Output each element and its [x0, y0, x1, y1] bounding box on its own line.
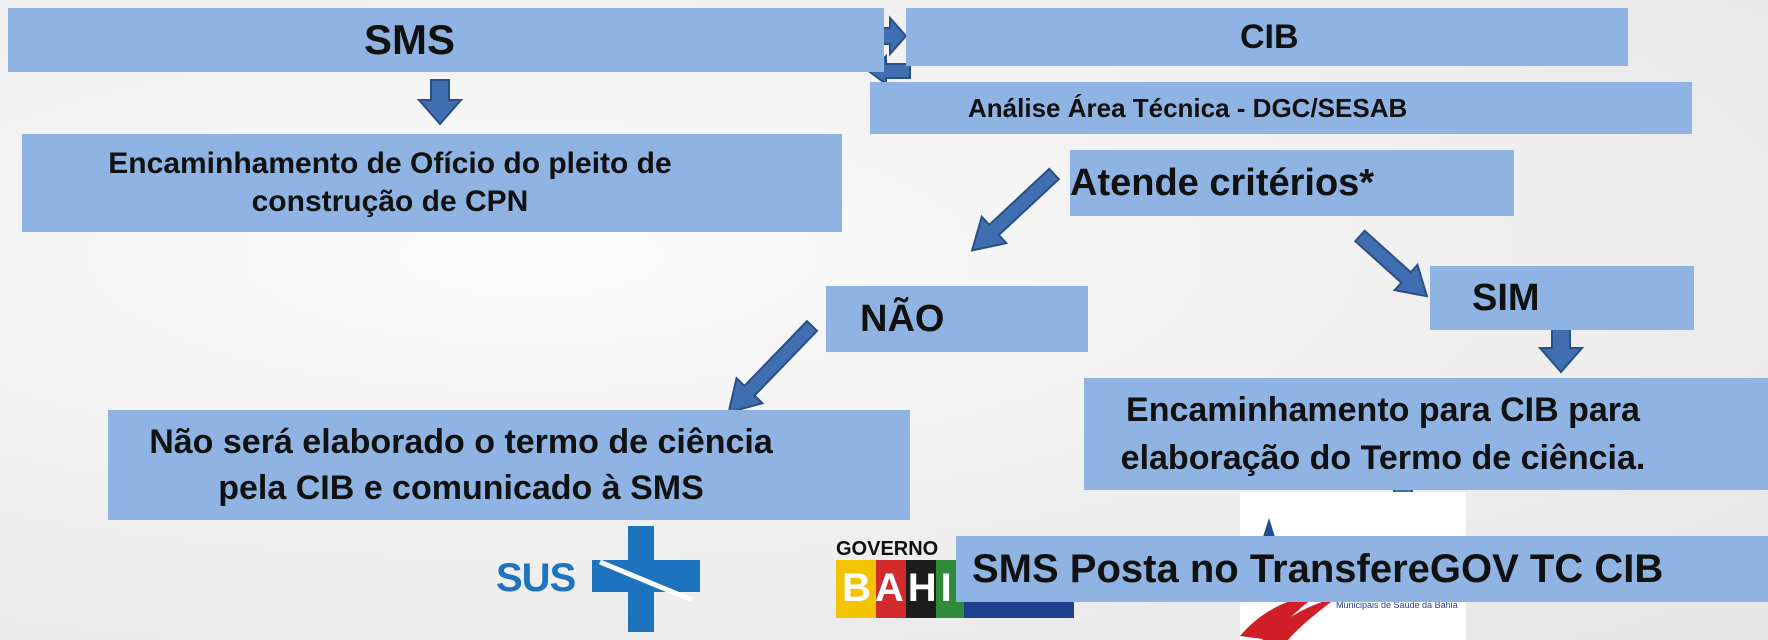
diagonal-arrow-nao-result — [727, 319, 819, 414]
sms-label: SMS — [364, 16, 456, 63]
sim-box: SIM — [1430, 266, 1694, 330]
sus-cross-icon — [592, 526, 700, 632]
nao-resultado-label: Não será elaborado o termo de ciência pe… — [149, 423, 773, 507]
sim-label: SIM — [1472, 276, 1540, 319]
atende-criterios-label: Atende critérios* — [1070, 161, 1375, 204]
cosems-logo-text: Municipais de Saúde da Bahia — [1336, 600, 1458, 610]
sms-posta-label: SMS Posta no TransfereGOV TC CIB — [972, 546, 1664, 591]
nao-box: NÃO — [826, 286, 1088, 352]
nao-label: NÃO — [860, 297, 945, 340]
encaminhamento-cib-box: Encaminhamento para CIB para elaboração … — [1084, 378, 1768, 490]
sms-posta-box: SMS Posta no TransfereGOV TC CIB — [956, 536, 1768, 602]
cib-label: CIB — [1240, 17, 1299, 56]
down-arrow-sim — [1537, 327, 1585, 374]
atende-criterios-box: Atende critérios* — [1070, 150, 1514, 216]
cib-box: CIB — [906, 8, 1628, 66]
diagonal-arrow-sim — [1353, 229, 1429, 298]
sus-logo-text: SUS — [496, 556, 576, 600]
nao-resultado-box: Não será elaborado o termo de ciência pe… — [108, 410, 910, 520]
encaminhamento-cib-label: Encaminhamento para CIB para elaboração … — [1120, 391, 1646, 477]
encaminhamento-oficio-box: Encaminhamento de Ofício do pleito de co… — [22, 134, 842, 232]
diagonal-arrow-nao — [970, 167, 1061, 252]
down-arrow-sms — [416, 79, 464, 126]
analise-box: Análise Área Técnica - DGC/SESAB — [870, 82, 1692, 134]
governo-logo-text: GOVERNO — [836, 538, 939, 560]
sms-box: SMS — [8, 8, 884, 72]
analise-label: Análise Área Técnica - DGC/SESAB — [968, 92, 1408, 123]
encaminhamento-oficio-label: Encaminhamento de Ofício do pleito de co… — [108, 147, 672, 218]
